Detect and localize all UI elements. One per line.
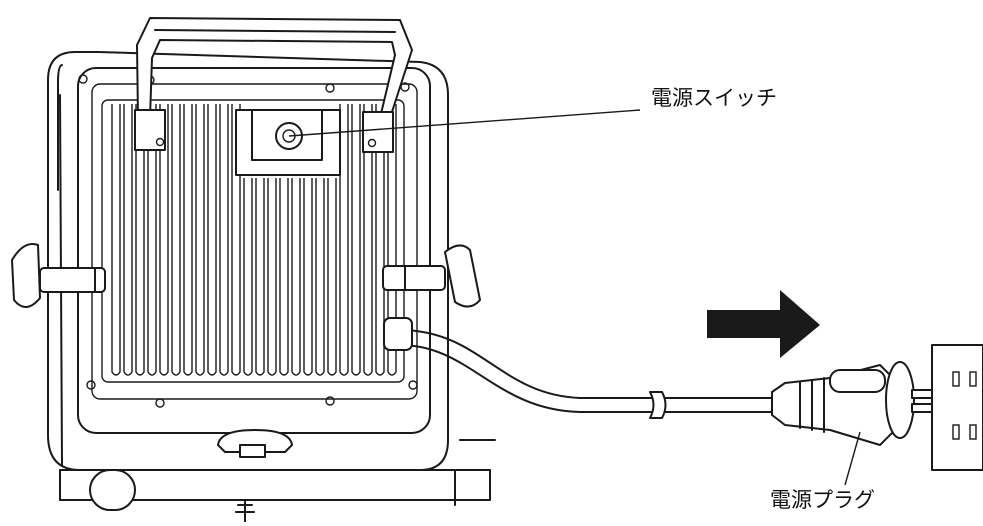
heatsink-fin	[147, 104, 157, 376]
cable-gland	[383, 317, 413, 351]
heatsink-fin	[231, 104, 241, 376]
heatsink-fin	[171, 104, 181, 376]
heatsink-fin	[123, 104, 133, 376]
heatsink-fin	[315, 178, 325, 376]
cord-break-mark	[649, 391, 667, 419]
heatsink-fin	[207, 104, 217, 376]
right-tilt-knob	[382, 244, 481, 308]
heatsink-fins	[101, 99, 405, 383]
heatsink-fin	[183, 104, 193, 376]
power-switch-label: 電源スイッチ	[651, 86, 777, 110]
leader-line-plug	[844, 431, 861, 486]
heatsink-fin	[363, 104, 373, 376]
heatsink-fin	[375, 104, 385, 376]
leader-line-switch	[288, 109, 641, 137]
pull-direction-arrow	[707, 290, 820, 358]
power-cord	[383, 317, 791, 419]
heatsink-fin	[387, 104, 397, 376]
heatsink-fin	[267, 178, 277, 376]
bottom-lock-knob	[217, 429, 293, 458]
heatsink-fin	[327, 178, 337, 376]
left-tilt-knob	[11, 243, 106, 308]
power-plug	[771, 361, 935, 446]
heatsink-fin	[351, 104, 361, 376]
power-switch-housing	[235, 109, 341, 176]
heatsink-fin	[219, 104, 229, 376]
heatsink-fin	[159, 104, 169, 376]
heatsink-fin	[255, 178, 265, 376]
heatsink-fin	[135, 104, 145, 376]
power-plug-label: 電源プラグ	[770, 488, 875, 512]
heatsink-fin	[303, 178, 313, 376]
heatsink-fin	[111, 104, 121, 376]
carry-handle	[134, 17, 413, 153]
heatsink-fin	[243, 178, 253, 376]
heatsink-fin	[195, 104, 205, 376]
wall-outlet	[931, 344, 983, 471]
heatsink-fin	[279, 178, 289, 376]
stand-base	[59, 439, 496, 523]
heatsink-fin	[291, 178, 301, 376]
heatsink-fin	[339, 104, 349, 376]
